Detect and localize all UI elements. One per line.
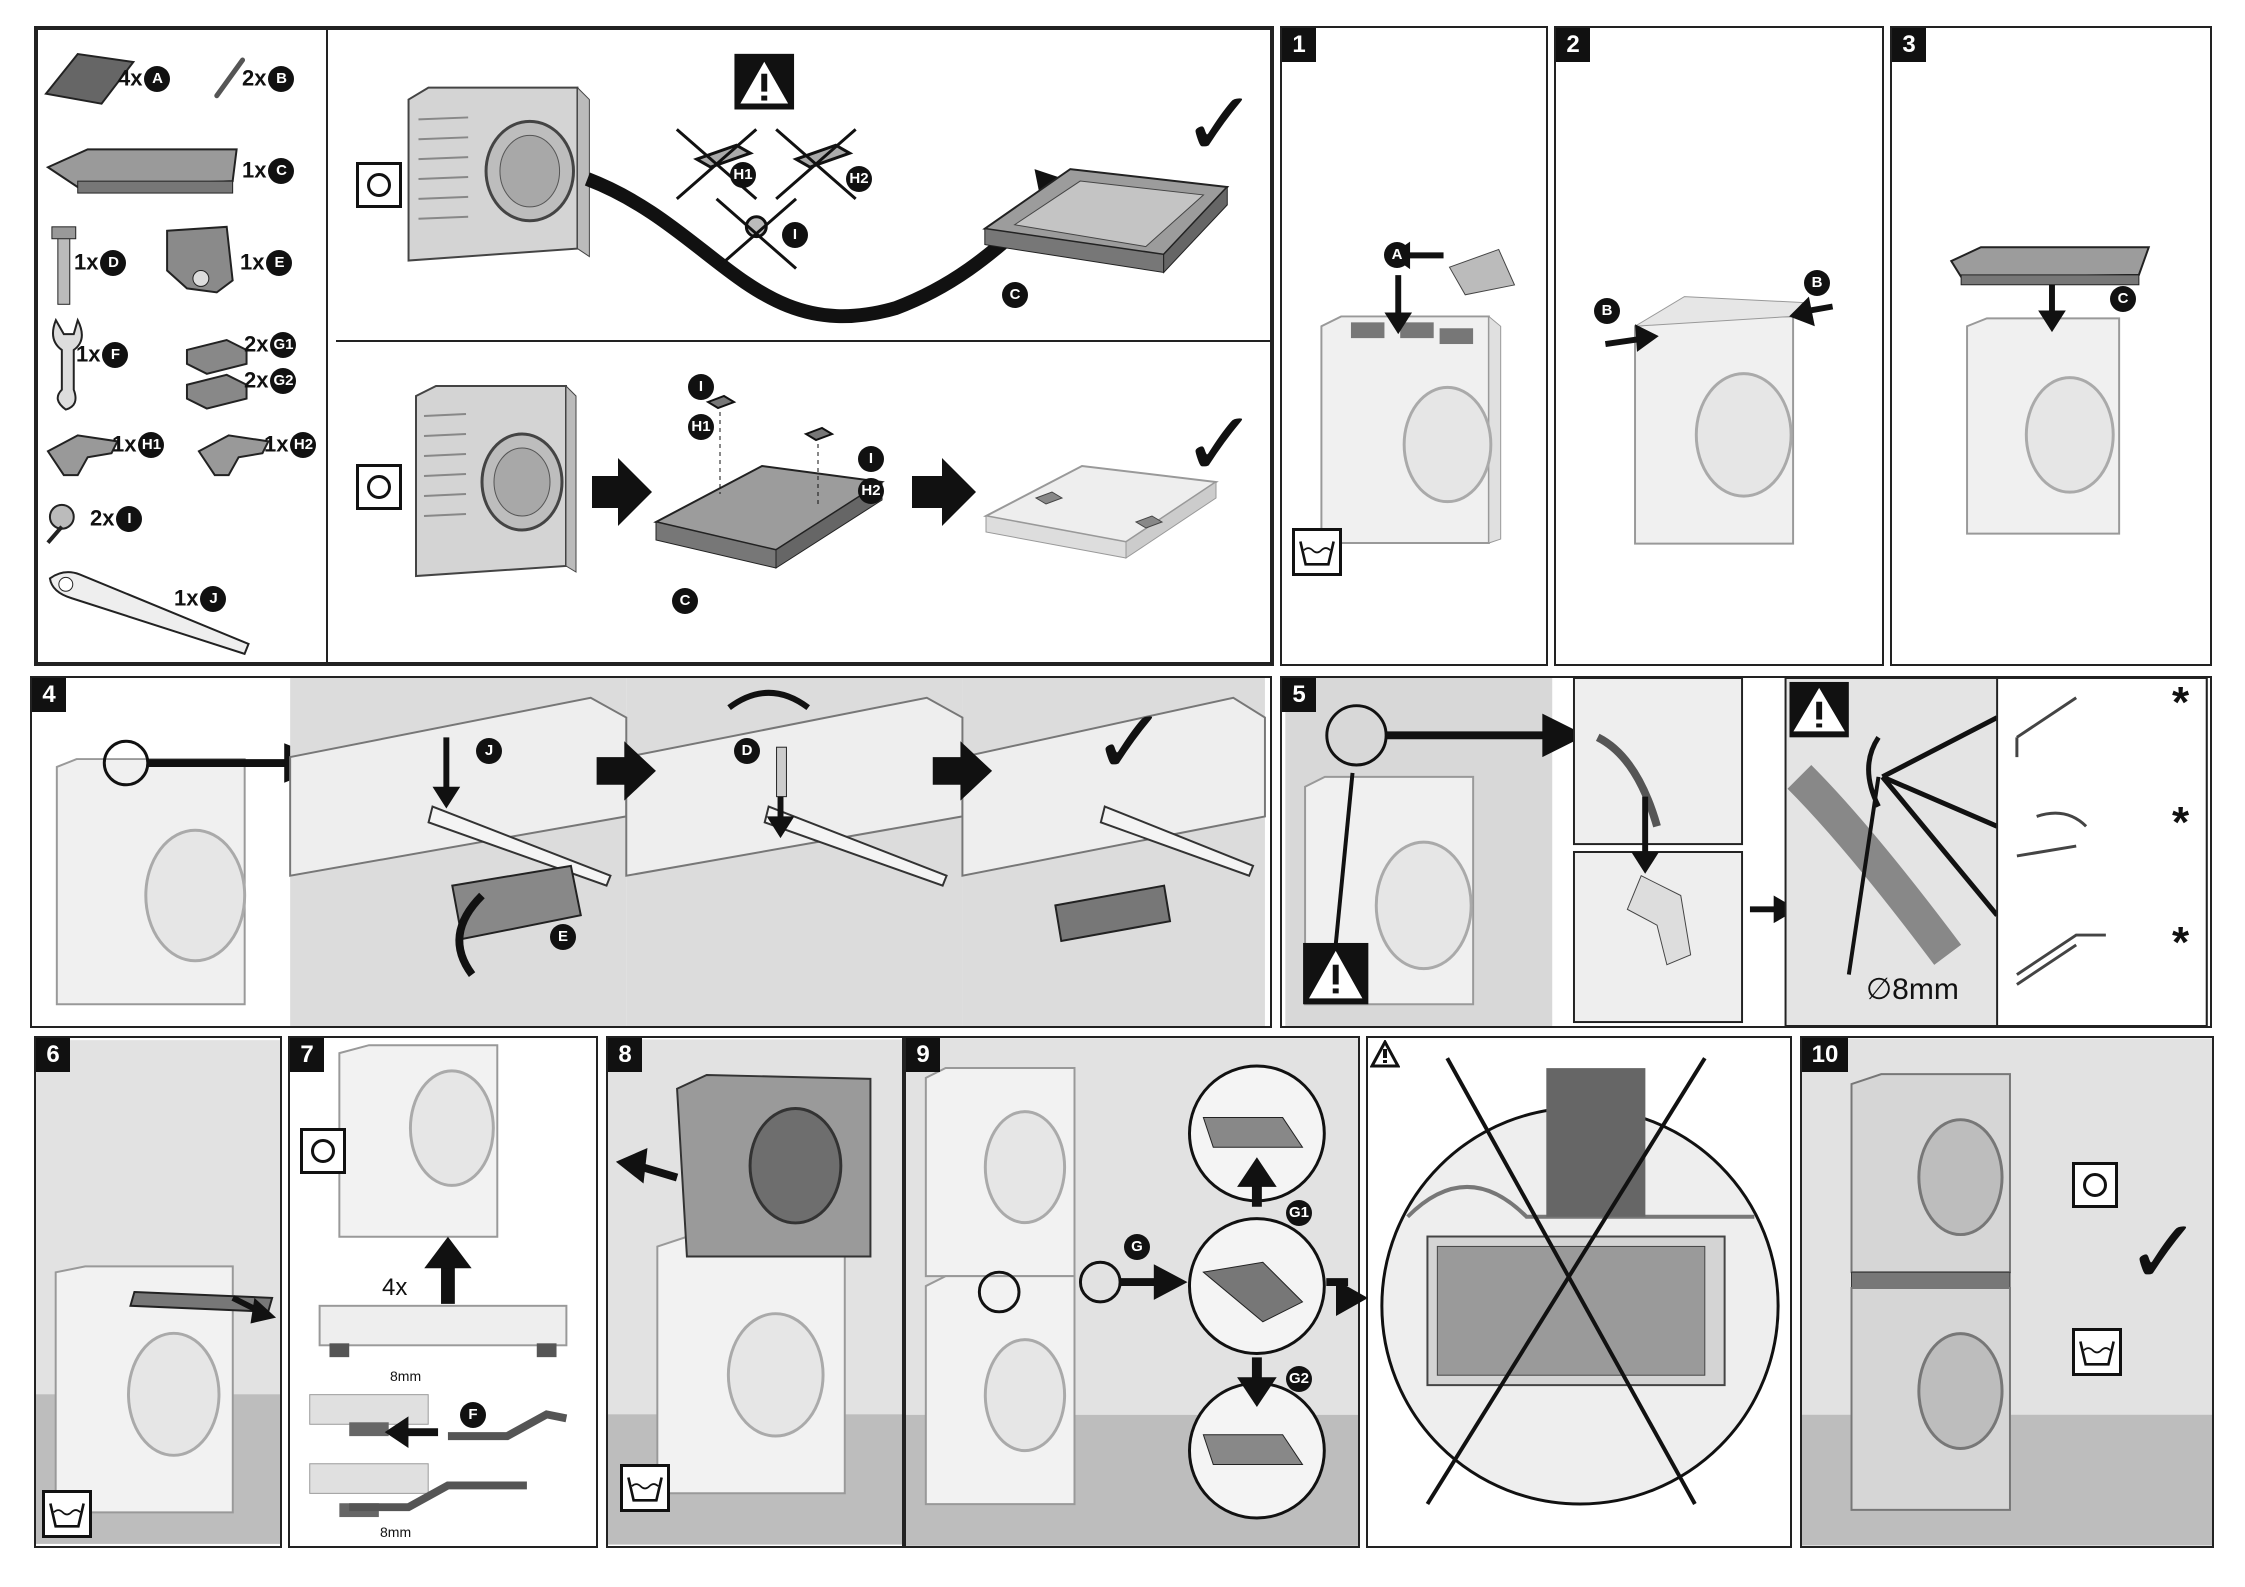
step-number: 7: [290, 1038, 324, 1072]
step-7-feet-count: 4x: [382, 1274, 407, 1302]
step-5-asterisk-2: *: [2172, 798, 2189, 848]
step-number: 3: [1892, 28, 1926, 62]
check-icon: ✓: [2126, 1208, 2201, 1298]
step-1-panel: 1 A: [1280, 26, 1548, 666]
step-6-panel: 6: [34, 1036, 282, 1548]
gap-label-bottom: 8mm: [380, 1524, 411, 1540]
dryer-icon: [356, 464, 402, 510]
step-7-panel: 7 4x F 8mm 8mm: [288, 1036, 598, 1548]
step-3-art: [1892, 28, 2210, 664]
washer-tub-icon: [2072, 1328, 2122, 1376]
dryer-icon: [2072, 1162, 2118, 1208]
step-number: 9: [906, 1038, 940, 1072]
washer-tub-icon: [1292, 528, 1342, 576]
dryer-icon: [356, 162, 402, 208]
step-9-label-G: G: [1122, 1232, 1150, 1260]
step-8-panel: 8: [606, 1036, 904, 1548]
check-icon: ✓: [1182, 80, 1257, 170]
step-10-panel: 10 ✓: [1800, 1036, 2214, 1548]
step-4-label-E: E: [548, 922, 576, 950]
warning-icon: [1370, 1040, 1400, 1068]
step-9-label-G2: G2: [1284, 1364, 1312, 1392]
step-9-label-G1: G1: [1284, 1198, 1312, 1226]
step-number: 6: [36, 1038, 70, 1072]
step-9-art: [906, 1038, 1358, 1546]
step-7-label-F: F: [458, 1400, 486, 1428]
option-b-label-H2: H2: [856, 476, 884, 504]
check-icon: ✓: [1182, 400, 1257, 490]
option-a-label-C: C: [1000, 280, 1028, 308]
step-6-art: [36, 1038, 280, 1546]
option-dryer-with-brackets: I H1 I H2 C ✓: [336, 346, 1270, 662]
step-1-label-A: A: [1382, 240, 1410, 268]
option-b-art: [336, 346, 1270, 662]
arrow-icon: [1336, 1280, 1368, 1316]
step-9-panel: 9 G G1 G2: [904, 1036, 1360, 1548]
option-a-label-H1: H1: [728, 160, 756, 188]
warning-incorrect-panel: [1366, 1036, 1792, 1548]
washer-tub-icon: [620, 1464, 670, 1512]
step-4-art: [32, 678, 1270, 1026]
warning-art: [1368, 1038, 1790, 1546]
step-7-art: [290, 1038, 596, 1546]
step-number: 4: [32, 678, 66, 712]
step-number: 1: [1282, 28, 1316, 62]
step-4-panel: 4 J D E ✓: [30, 676, 1272, 1028]
step-5-art: [1282, 678, 2210, 1026]
step-4-label-D: D: [732, 736, 760, 764]
step-number: 10: [1802, 1038, 1848, 1072]
dryer-icon: [300, 1128, 346, 1174]
option-dryer-without-brackets: H1 H2 I C ✓: [336, 30, 1270, 342]
step-5-asterisk-1: *: [2172, 678, 2189, 728]
option-b-label-I-top: I: [686, 372, 714, 400]
step-number: 2: [1556, 28, 1590, 62]
option-b-label-H1: H1: [686, 412, 714, 440]
drill-diameter-label: ∅8mm: [1866, 972, 1959, 1007]
step-number: 5: [1282, 678, 1316, 712]
gap-label-top: 8mm: [390, 1368, 421, 1384]
step-number: 8: [608, 1038, 642, 1072]
step-2-art: [1556, 28, 1882, 664]
step-5-asterisk-3: *: [2172, 918, 2189, 968]
option-b-label-I-right: I: [856, 444, 884, 472]
option-a-label-H2: H2: [844, 164, 872, 192]
check-icon: ✓: [1092, 698, 1167, 788]
step-2-label-B-right: B: [1802, 268, 1830, 296]
option-a-label-I: I: [780, 220, 808, 248]
step-2-panel: 2 B B: [1554, 26, 1884, 666]
step-4-label-J: J: [474, 736, 502, 764]
step-3-label-C: C: [2108, 284, 2136, 312]
step-5-panel: 5 * * * ∅8m: [1280, 676, 2212, 1028]
washer-tub-icon: [42, 1490, 92, 1538]
step-2-label-B-left: B: [1592, 296, 1620, 324]
option-a-art: [336, 30, 1270, 340]
option-b-label-C: C: [670, 586, 698, 614]
step-3-panel: 3 C: [1890, 26, 2212, 666]
